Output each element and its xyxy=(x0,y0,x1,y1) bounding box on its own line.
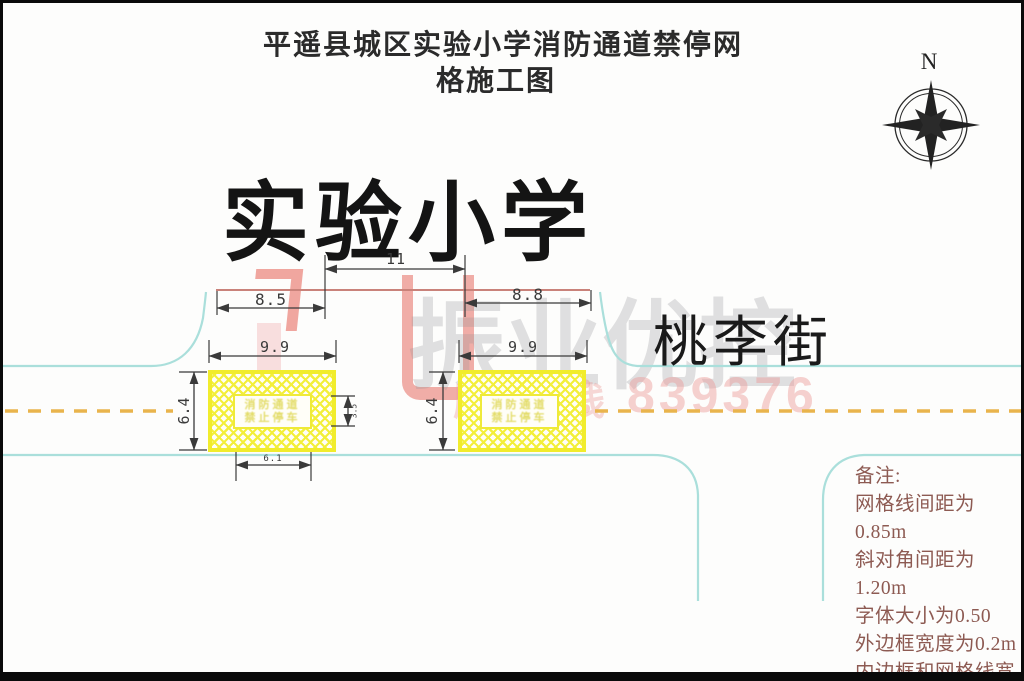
frame-bottom-border xyxy=(3,672,1021,678)
grid-inner-text-panel: 消防通道 禁止停车 xyxy=(233,394,312,429)
marking-text-line1: 消防通道 xyxy=(244,398,301,411)
marking-text-line2: 禁止停车 xyxy=(491,411,548,424)
grid-inner-text-panel: 消防通道 禁止停车 xyxy=(480,394,559,429)
compass-rose-icon xyxy=(882,80,980,170)
dimension-lines xyxy=(189,264,592,470)
road-edge-lines xyxy=(3,291,1021,601)
linework-svg xyxy=(3,80,1021,601)
no-parking-grid-right: 消防通道 禁止停车 xyxy=(458,370,586,452)
dimension-extension-lines xyxy=(179,255,592,481)
marking-text-line1: 消防通道 xyxy=(491,398,548,411)
marking-text-line2: 禁止停车 xyxy=(244,411,301,424)
no-parking-grid-left: 消防通道 禁止停车 xyxy=(208,370,336,452)
